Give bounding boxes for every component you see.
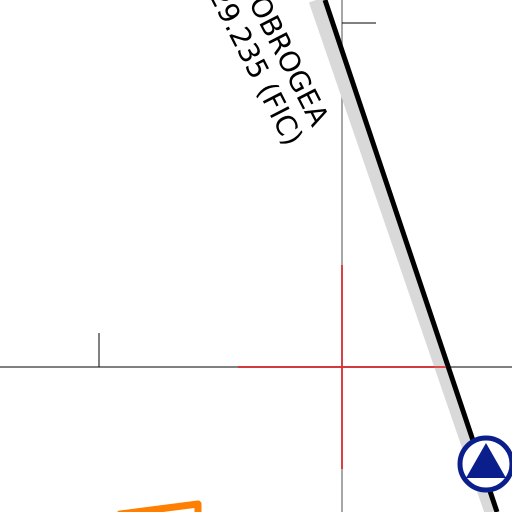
route-segment — [117, 500, 202, 512]
navaid-triangle-icon[interactable] — [457, 435, 512, 493]
crosshair-icon — [238, 265, 446, 469]
fir-boundary-line — [322, 0, 500, 512]
fir-boundary-halo — [308, 0, 500, 512]
